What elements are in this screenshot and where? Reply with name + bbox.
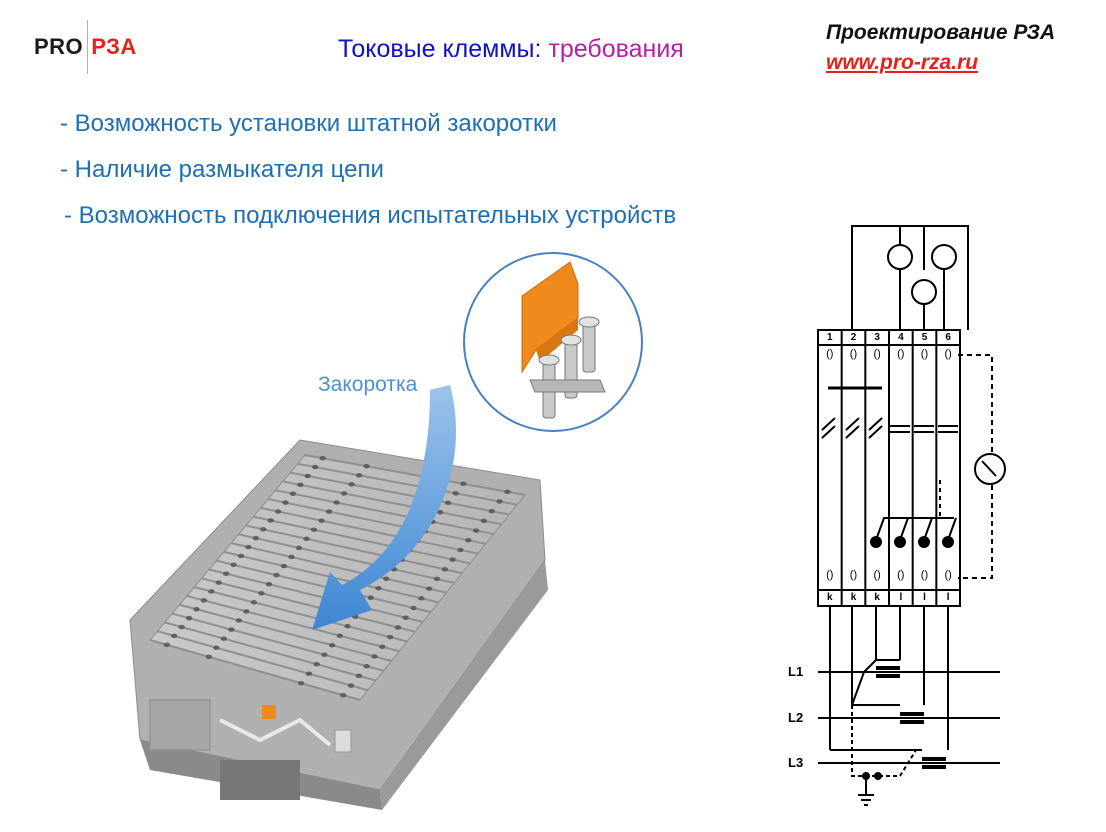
terminal-number: 2 xyxy=(850,332,857,343)
svg-text:(): () xyxy=(826,569,833,581)
terminal-number: 6 xyxy=(945,332,951,343)
logo-divider xyxy=(87,20,88,74)
title-part2: требования xyxy=(548,35,684,63)
bullet-item: - Возможность подключения испытательных … xyxy=(64,202,677,229)
bullet-item: - Наличие размыкателя цепи xyxy=(60,156,384,183)
logo-pro: PRO xyxy=(34,34,84,59)
callout-arrow xyxy=(312,385,456,630)
svg-text:(): () xyxy=(921,569,928,581)
svg-text:(): () xyxy=(897,348,904,360)
terminal-letter: k xyxy=(827,592,833,603)
shorting-callout-label: Закоротка xyxy=(318,373,418,396)
requirements-list: - Возможность установки штатной закоротк… xyxy=(60,108,676,246)
terminal-number: 1 xyxy=(827,332,833,343)
svg-text:(): () xyxy=(873,569,880,581)
terminal-letter-row: k k k l l l xyxy=(818,591,960,605)
brand-url-link[interactable]: www.pro-rza.ru xyxy=(826,51,979,74)
terminal-number: 5 xyxy=(921,332,928,343)
phase-label-l2: L2 xyxy=(788,710,804,725)
svg-text:(): () xyxy=(850,569,857,581)
bullet-item: - Возможность установки штатной закоротк… xyxy=(60,110,557,137)
svg-text:(): () xyxy=(826,348,833,360)
brand-block: Проектирование РЗА www.pro-rza.ru xyxy=(826,21,1055,75)
phase-label-l1: L1 xyxy=(788,664,804,679)
title-part1: Токовые клеммы: xyxy=(338,35,542,63)
logo-rza: РЗА xyxy=(91,34,137,59)
terminal-number: 3 xyxy=(874,332,880,343)
phase-label-l3: L3 xyxy=(788,755,804,770)
terminal-letter: l xyxy=(923,592,926,603)
slide-title: Токовые клеммы: требования xyxy=(338,35,684,64)
svg-text:(): () xyxy=(897,569,904,581)
terminal-letter: l xyxy=(946,592,950,603)
svg-text:(): () xyxy=(850,348,857,360)
brand-name: Проектирование РЗА xyxy=(826,21,1056,44)
terminal-number-row: 1 2 3 4 5 6 xyxy=(818,331,960,345)
svg-text:(): () xyxy=(921,348,928,360)
svg-text:(): () xyxy=(944,348,951,360)
terminal-letter: k xyxy=(850,592,857,603)
shorting-jumper-inset xyxy=(463,252,643,432)
logo: PRO РЗА xyxy=(34,34,137,60)
terminal-letter: l xyxy=(899,592,903,603)
terminal-number: 4 xyxy=(898,332,904,343)
svg-text:(): () xyxy=(873,348,880,360)
svg-text:(): () xyxy=(944,569,951,581)
terminal-letter: k xyxy=(874,592,880,603)
